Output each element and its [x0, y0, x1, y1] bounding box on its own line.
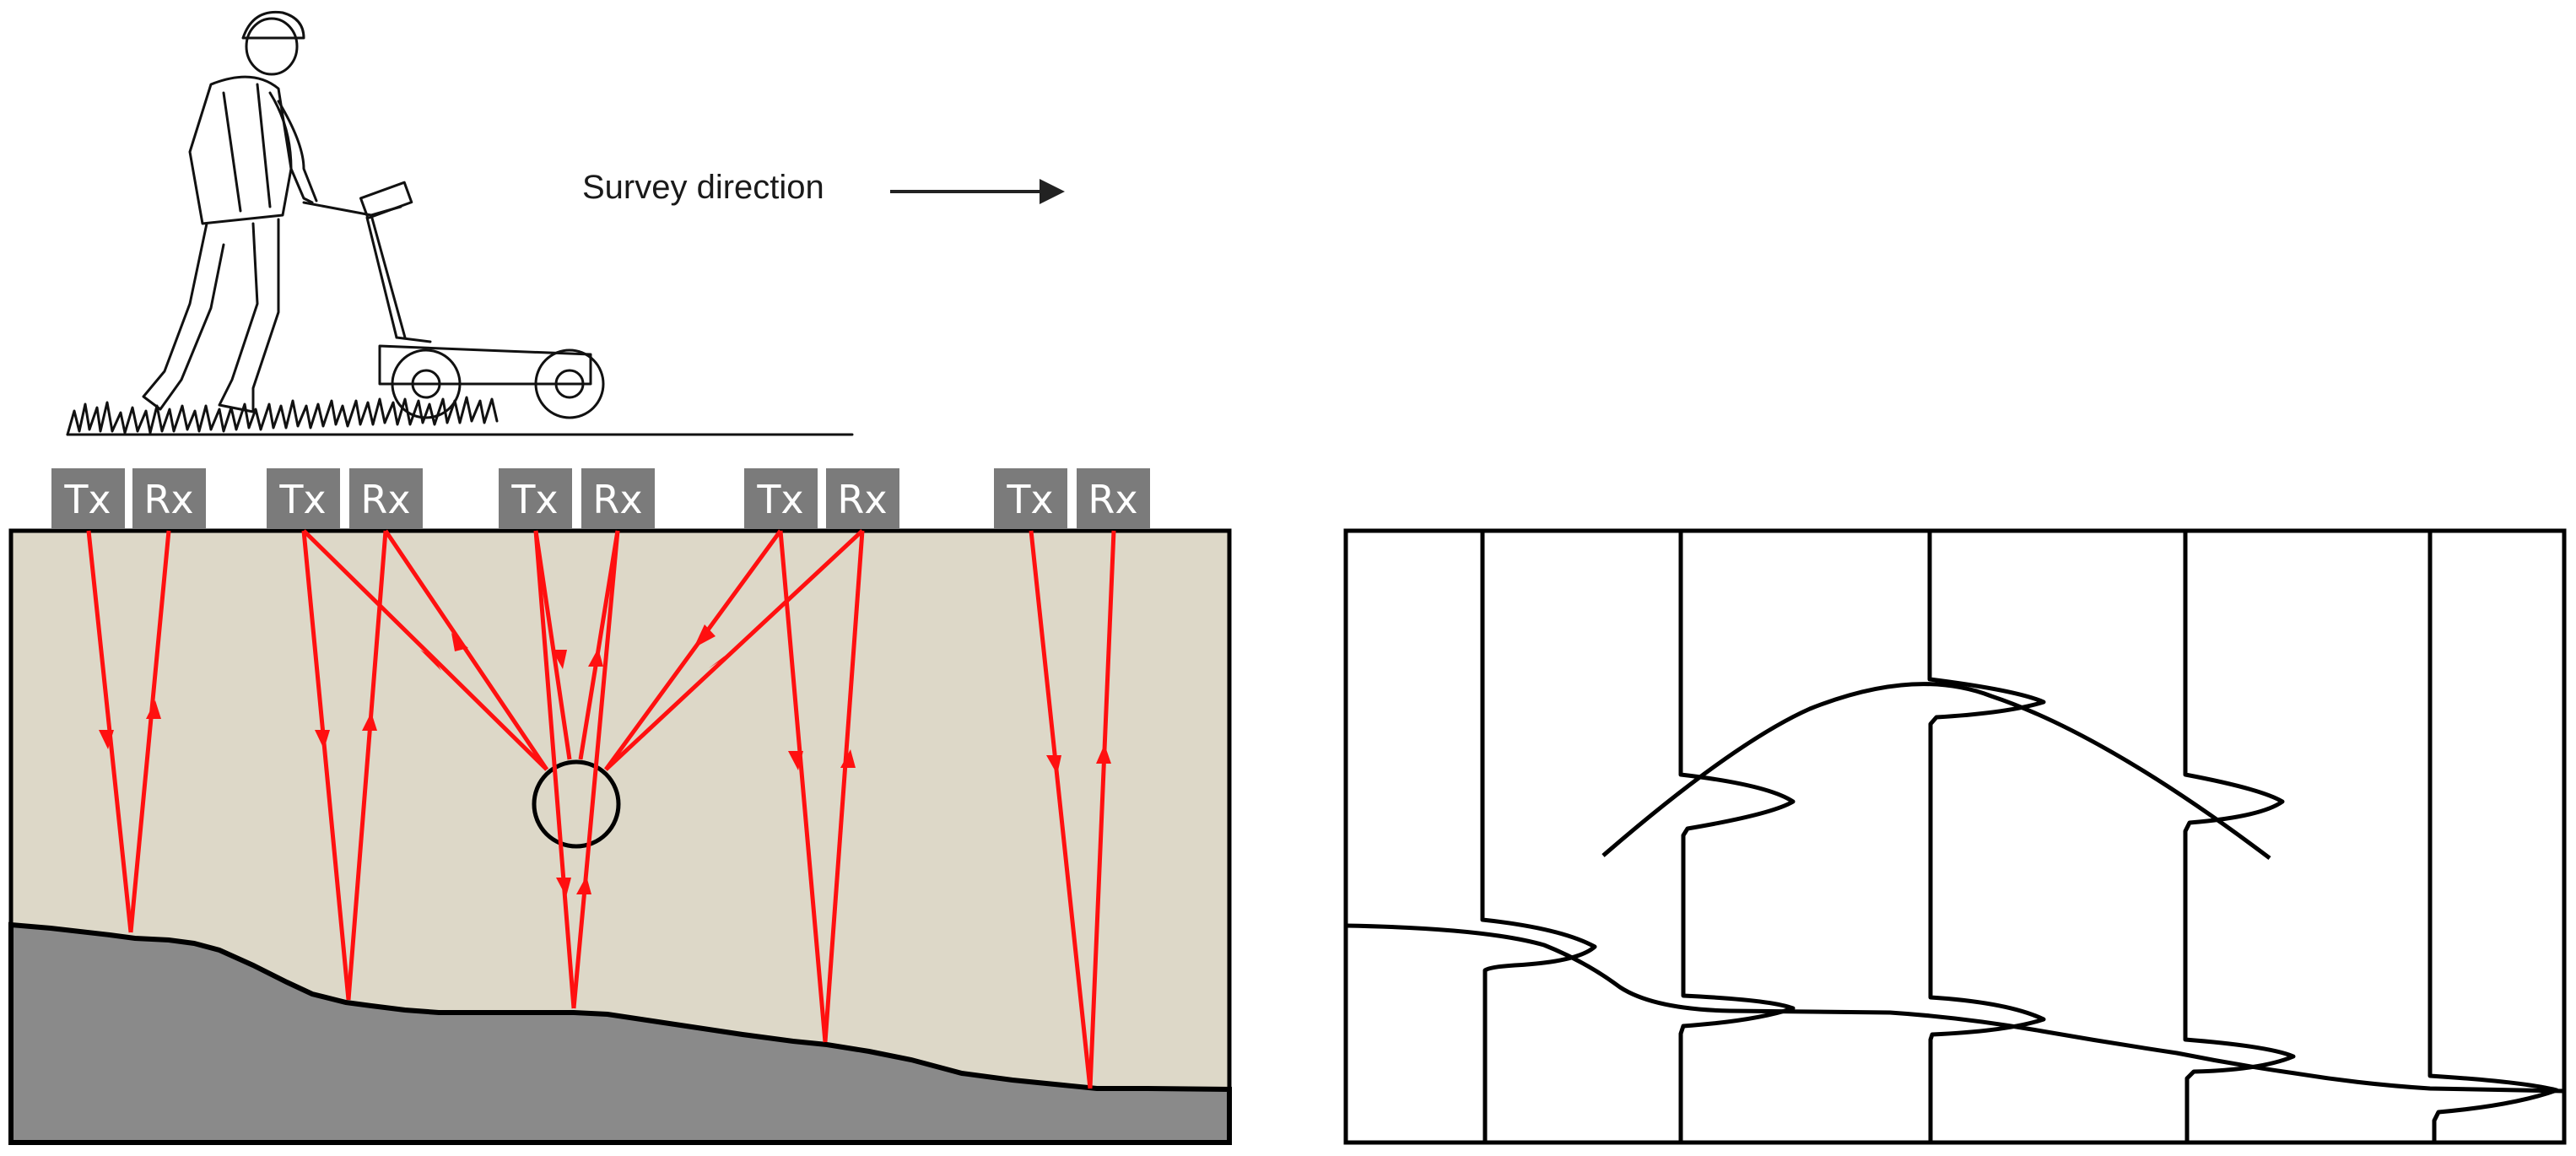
ray — [383, 529, 549, 771]
operator-legs — [142, 218, 280, 413]
ray-arrowhead-up — [451, 633, 468, 651]
radargram-panel — [1343, 528, 2567, 1145]
ray-arrowhead-up — [362, 712, 377, 731]
rx-label-box — [132, 468, 206, 529]
ray-arrowhead-down — [1046, 755, 1061, 775]
cart-frame — [378, 336, 592, 386]
radargram-trace — [1678, 531, 1796, 1142]
antenna-pair-2: Tx Rx — [267, 468, 423, 529]
subsurface-panel — [8, 528, 1232, 1145]
rx-label: Rx — [837, 477, 887, 522]
gpr-operator-illustration — [66, 10, 854, 436]
radar-rays — [86, 529, 1116, 1089]
operator-vest-strap — [222, 83, 272, 213]
antenna-pair-4: Tx Rx — [744, 468, 899, 529]
ray-arrowhead-up — [840, 749, 856, 768]
ray — [571, 530, 620, 1009]
survey-direction-label: Survey direction — [582, 169, 824, 206]
radargram-trace — [2183, 531, 2296, 1142]
radargram-trace — [1480, 531, 1597, 1142]
operator-head — [245, 17, 299, 76]
rx-label: Rx — [360, 477, 410, 522]
tx-label-box — [51, 468, 125, 529]
ray — [533, 530, 576, 1009]
cart-handle — [302, 201, 407, 339]
tx-label: Tx — [63, 477, 111, 522]
ray — [778, 530, 828, 1043]
ray-arrowhead-down — [552, 650, 567, 669]
rx-label-box — [349, 468, 423, 529]
tx-label-box — [744, 468, 818, 529]
ray-arrowhead-up — [1096, 744, 1111, 764]
tx-label-box — [499, 468, 572, 529]
ray — [578, 530, 620, 760]
operator-arm — [268, 91, 318, 204]
ray — [302, 529, 548, 771]
ray-arrowhead-down — [420, 650, 441, 671]
buried-object — [532, 759, 621, 849]
ray-arrowhead-down — [315, 730, 330, 749]
operator-torso — [188, 75, 293, 225]
ray-arrowhead-down — [788, 751, 803, 770]
ray-arrowhead-up — [576, 876, 591, 894]
rx-label-box — [581, 468, 655, 529]
radargram-hyperbola — [1601, 682, 2271, 860]
ray-arrowhead-down — [694, 624, 716, 648]
cart-wheel-front-hub — [554, 369, 585, 399]
tx-label: Tx — [510, 477, 558, 522]
rx-label-box — [826, 468, 899, 529]
tx-label: Tx — [278, 477, 326, 522]
radargram-bedrock-reflection — [1345, 923, 2565, 1094]
bedrock-layer — [8, 921, 1232, 1145]
antenna-pair-1: Tx Rx — [51, 468, 206, 529]
ray-arrowhead-down — [99, 730, 114, 749]
tx-label-box — [267, 468, 340, 529]
ray — [1029, 530, 1093, 1089]
radargram-frame — [1343, 528, 2567, 1145]
rx-label: Rx — [592, 477, 642, 522]
ray — [823, 530, 865, 1043]
cart-wheel-front — [534, 348, 605, 419]
survey-direction-arrow — [890, 179, 1065, 204]
cart-wheel-rear — [391, 348, 462, 419]
cart-display — [359, 181, 413, 219]
rx-label-box — [1077, 468, 1150, 529]
tx-label-box — [994, 468, 1067, 529]
tx-label: Tx — [756, 477, 803, 522]
tx-label: Tx — [1006, 477, 1053, 522]
ray — [346, 530, 388, 1001]
ray — [604, 529, 864, 771]
operator-helmet — [241, 10, 305, 40]
ray — [1088, 530, 1116, 1089]
cart-wheel-rear-hub — [411, 369, 441, 399]
ray-arrowhead-up — [146, 700, 161, 719]
ray-arrowhead-up — [588, 648, 603, 667]
rx-label: Rx — [1088, 477, 1137, 522]
ray — [128, 530, 171, 933]
antenna-pair-5: Tx Rx — [994, 468, 1150, 529]
ray — [301, 530, 351, 1001]
ray — [603, 529, 783, 771]
antenna-pair-3: Tx Rx — [499, 468, 655, 529]
ray-arrowhead-up — [709, 651, 734, 668]
rx-label: Rx — [143, 477, 193, 522]
ray — [533, 530, 572, 760]
ray-arrowhead-down — [556, 878, 571, 897]
